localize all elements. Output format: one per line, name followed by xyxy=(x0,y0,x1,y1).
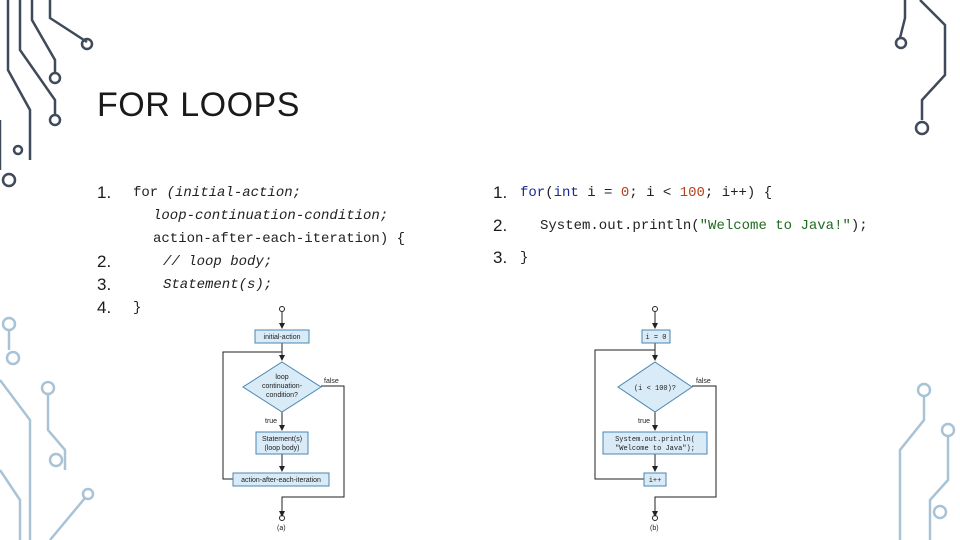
code-line: action-after-each-iteration) { xyxy=(153,231,406,247)
after-box xyxy=(232,472,330,487)
line-number: 3. xyxy=(97,275,112,294)
condition-diamond xyxy=(242,361,322,413)
code-line: System.out.println("Welcome to Java!"); xyxy=(540,218,868,234)
condition-text: (i < 100)? xyxy=(634,385,676,393)
code-line: } xyxy=(133,300,142,316)
init-text: i = 0 xyxy=(645,334,666,342)
after-text: action-after-each-iteration xyxy=(241,477,321,484)
true-label: true xyxy=(638,418,650,425)
false-label: false xyxy=(696,378,711,385)
line-number: 1. xyxy=(493,183,508,202)
line-number: 2. xyxy=(97,252,112,271)
code-text: i = xyxy=(578,185,621,201)
code-text: ( xyxy=(545,185,554,201)
false-label: false xyxy=(324,378,339,385)
condition-diamond xyxy=(617,361,693,413)
keyword: int xyxy=(553,185,579,201)
condition-text: continuation- xyxy=(262,383,303,390)
literal: 0 xyxy=(620,185,630,201)
line-number: 1. xyxy=(97,183,112,202)
init-box xyxy=(254,329,310,344)
code-line: } xyxy=(520,250,529,266)
keyword: for xyxy=(133,185,159,201)
code-line: for (initial-action; xyxy=(133,185,301,201)
caption: (b) xyxy=(650,525,659,532)
code-text: (initial-action; xyxy=(158,185,302,201)
after-box xyxy=(643,472,667,487)
code-line: for(int i = 0; i < 100; i++) { xyxy=(520,185,772,201)
code-line: loop-continuation-condition; xyxy=(153,208,389,224)
condition-text: loop xyxy=(275,374,288,381)
condition-text: condition? xyxy=(266,392,298,399)
literal: 100 xyxy=(679,185,705,201)
true-label: true xyxy=(265,418,277,425)
body-box xyxy=(602,431,708,455)
string-literal: "Welcome to Java!" xyxy=(699,218,851,234)
caption: (a) xyxy=(277,525,286,532)
code-text: ; i++) { xyxy=(704,185,773,201)
body-text: (loop body) xyxy=(264,445,299,452)
line-number: 3. xyxy=(493,248,508,267)
line-number: 4. xyxy=(97,298,112,317)
keyword: for xyxy=(520,185,546,201)
code-text: ); xyxy=(850,218,868,234)
code-line: // loop body; xyxy=(163,254,273,270)
code-text: ; i < xyxy=(629,185,680,201)
body-text: System.out.println( xyxy=(615,436,695,444)
after-text: i++ xyxy=(649,477,662,485)
init-text: initial-action xyxy=(264,334,301,341)
code-text: System.out.println( xyxy=(540,218,700,234)
body-text: Statement(s) xyxy=(262,436,302,443)
init-box xyxy=(641,329,671,344)
slide-title: FOR LOOPS xyxy=(97,86,300,124)
body-box xyxy=(255,431,309,455)
line-number: 2. xyxy=(493,216,508,235)
body-text: "Welcome to Java"); xyxy=(615,445,695,453)
code-line: Statement(s); xyxy=(163,277,273,293)
